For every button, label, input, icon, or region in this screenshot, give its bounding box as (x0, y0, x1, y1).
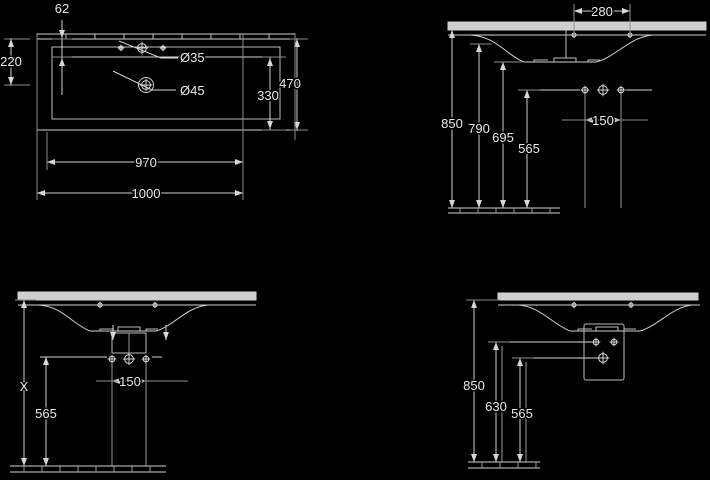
dim-label-565-bl: 565 (35, 406, 57, 421)
dim-330 (262, 56, 286, 131)
supply-left (580, 85, 590, 95)
top-right-elevation-geometry (447, 4, 707, 214)
dim-565-right (518, 89, 540, 208)
dim-label-62: 62 (55, 1, 69, 16)
tap-point-a-bl (96, 301, 104, 309)
dim-label-150: 150 (592, 113, 614, 128)
callout-label-dia35: Ø35 (180, 50, 205, 65)
dim-label-1000: 1000 (132, 186, 161, 201)
dim-470 (290, 38, 308, 131)
waste-outlet-bl (122, 352, 136, 366)
dim-1000 (36, 34, 296, 200)
callout-label-dia45: Ø45 (180, 83, 205, 98)
supply-right-bl (141, 354, 151, 364)
bottom-left-elevation-geometry (10, 291, 257, 473)
tap-hole-left (117, 44, 125, 52)
panel-port-right (609, 337, 619, 347)
dim-695 (494, 61, 522, 208)
dim-label-850: 850 (441, 116, 463, 131)
dim-220 (4, 38, 30, 86)
dim-630 (488, 341, 510, 462)
dim-label-330: 330 (257, 88, 279, 103)
dim-x (15, 299, 36, 466)
dim-label-565: 565 (518, 141, 540, 156)
leader-dia35 (118, 40, 178, 59)
leader-dia45 (112, 70, 176, 91)
dim-label-850-br: 850 (463, 378, 485, 393)
dim-label-280: 280 (591, 4, 613, 19)
dim-label-150-bl: 150 (119, 374, 141, 389)
tap-point-b-br (627, 301, 635, 309)
dim-label-470: 470 (279, 76, 301, 91)
dim-label-695: 695 (492, 130, 514, 145)
panel-waste-port (596, 351, 610, 365)
dim-790 (470, 43, 492, 208)
tap-hole-right (159, 44, 167, 52)
dim-label-x: X (20, 379, 29, 394)
panel-port-left (591, 337, 601, 347)
supply-right (616, 85, 626, 95)
dim-62 (52, 20, 72, 95)
dim-565-br (512, 357, 534, 462)
dim-label-565-br: 565 (511, 406, 533, 421)
tap-point-b-bl (151, 301, 159, 309)
bottom-right-elevation-geometry (466, 292, 700, 469)
dim-label-220: 220 (0, 54, 22, 69)
tap-point-a-br (570, 301, 578, 309)
dim-280 (573, 4, 631, 35)
dim-label-970: 970 (135, 155, 157, 170)
dim-label-790: 790 (468, 121, 490, 136)
dim-850-br (466, 299, 500, 462)
waste-hole (138, 77, 154, 93)
waste-outlet (596, 83, 610, 97)
dim-label-630: 630 (485, 399, 507, 414)
plan-view-geometry (4, 20, 308, 200)
supply-left-bl (107, 354, 117, 364)
